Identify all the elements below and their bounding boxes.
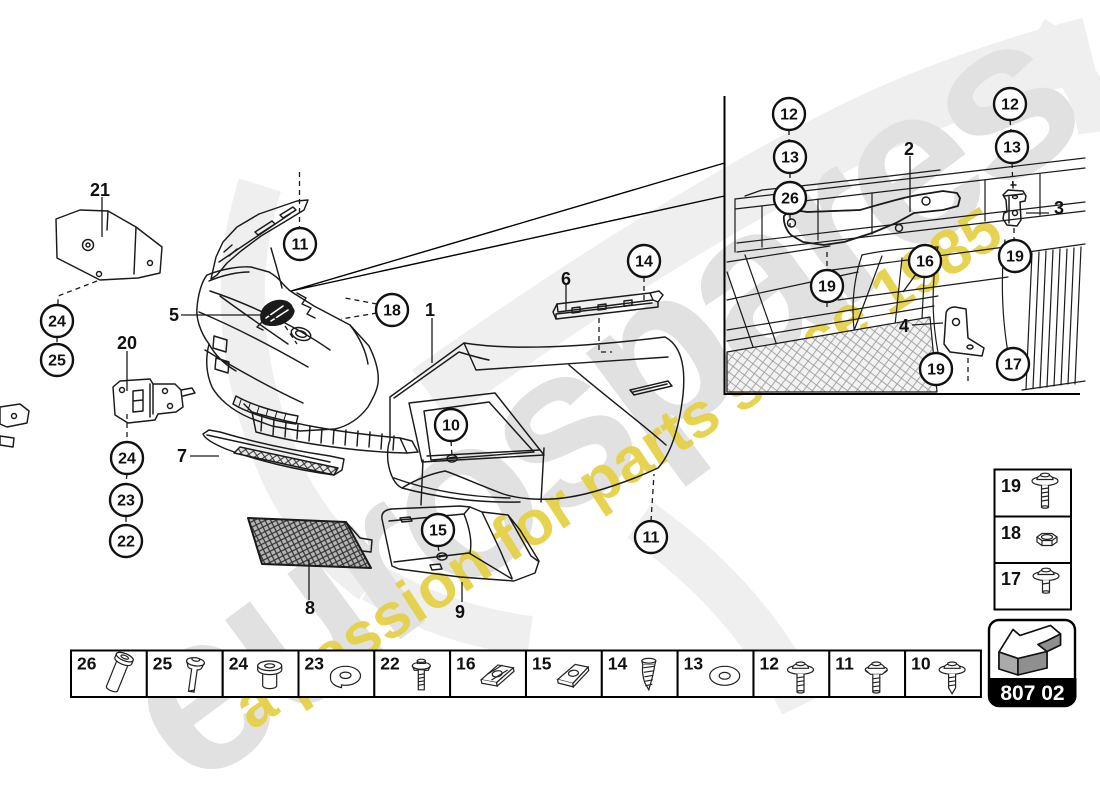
svg-text:1: 1 — [425, 300, 435, 320]
svg-text:23: 23 — [305, 654, 325, 674]
svg-text:17: 17 — [1004, 357, 1022, 374]
svg-text:18: 18 — [383, 303, 401, 320]
svg-text:23: 23 — [117, 493, 135, 510]
svg-text:15: 15 — [429, 523, 447, 540]
svg-text:19: 19 — [1001, 476, 1021, 496]
svg-text:6: 6 — [561, 269, 571, 289]
svg-text:14: 14 — [608, 654, 628, 674]
svg-text:25: 25 — [48, 353, 66, 370]
svg-text:15: 15 — [532, 654, 552, 674]
svg-text:13: 13 — [781, 150, 799, 167]
svg-text:24: 24 — [48, 314, 66, 331]
svg-text:20: 20 — [117, 333, 137, 353]
svg-text:11: 11 — [643, 530, 660, 547]
svg-text:9: 9 — [455, 602, 465, 622]
svg-text:24: 24 — [118, 451, 136, 468]
svg-text:12: 12 — [1001, 97, 1019, 114]
svg-text:19: 19 — [818, 279, 836, 296]
svg-text:11: 11 — [292, 237, 309, 254]
svg-text:13: 13 — [1003, 140, 1021, 157]
svg-text:12: 12 — [780, 107, 798, 124]
svg-text:10: 10 — [442, 418, 460, 435]
svg-text:26: 26 — [781, 191, 799, 208]
svg-text:12: 12 — [760, 654, 780, 674]
svg-text:19: 19 — [927, 362, 945, 379]
svg-text:21: 21 — [90, 180, 110, 200]
svg-text:24: 24 — [229, 654, 249, 674]
svg-text:807 02: 807 02 — [1000, 682, 1064, 705]
svg-text:3: 3 — [1054, 198, 1064, 218]
svg-text:14: 14 — [635, 254, 653, 271]
svg-text:16: 16 — [456, 654, 476, 674]
svg-text:16: 16 — [916, 254, 934, 271]
svg-text:17: 17 — [1001, 569, 1021, 589]
svg-text:19: 19 — [1006, 249, 1024, 266]
svg-text:18: 18 — [1001, 523, 1021, 543]
svg-text:25: 25 — [153, 654, 173, 674]
svg-text:5: 5 — [169, 305, 179, 325]
svg-text:13: 13 — [684, 654, 704, 674]
svg-text:4: 4 — [899, 316, 909, 336]
svg-text:8: 8 — [305, 598, 315, 618]
svg-text:26: 26 — [77, 654, 97, 674]
svg-text:22: 22 — [380, 654, 400, 674]
svg-text:11: 11 — [835, 654, 854, 674]
svg-text:2: 2 — [904, 139, 914, 159]
svg-text:22: 22 — [117, 534, 135, 551]
svg-text:7: 7 — [177, 446, 187, 466]
svg-text:10: 10 — [911, 654, 931, 674]
